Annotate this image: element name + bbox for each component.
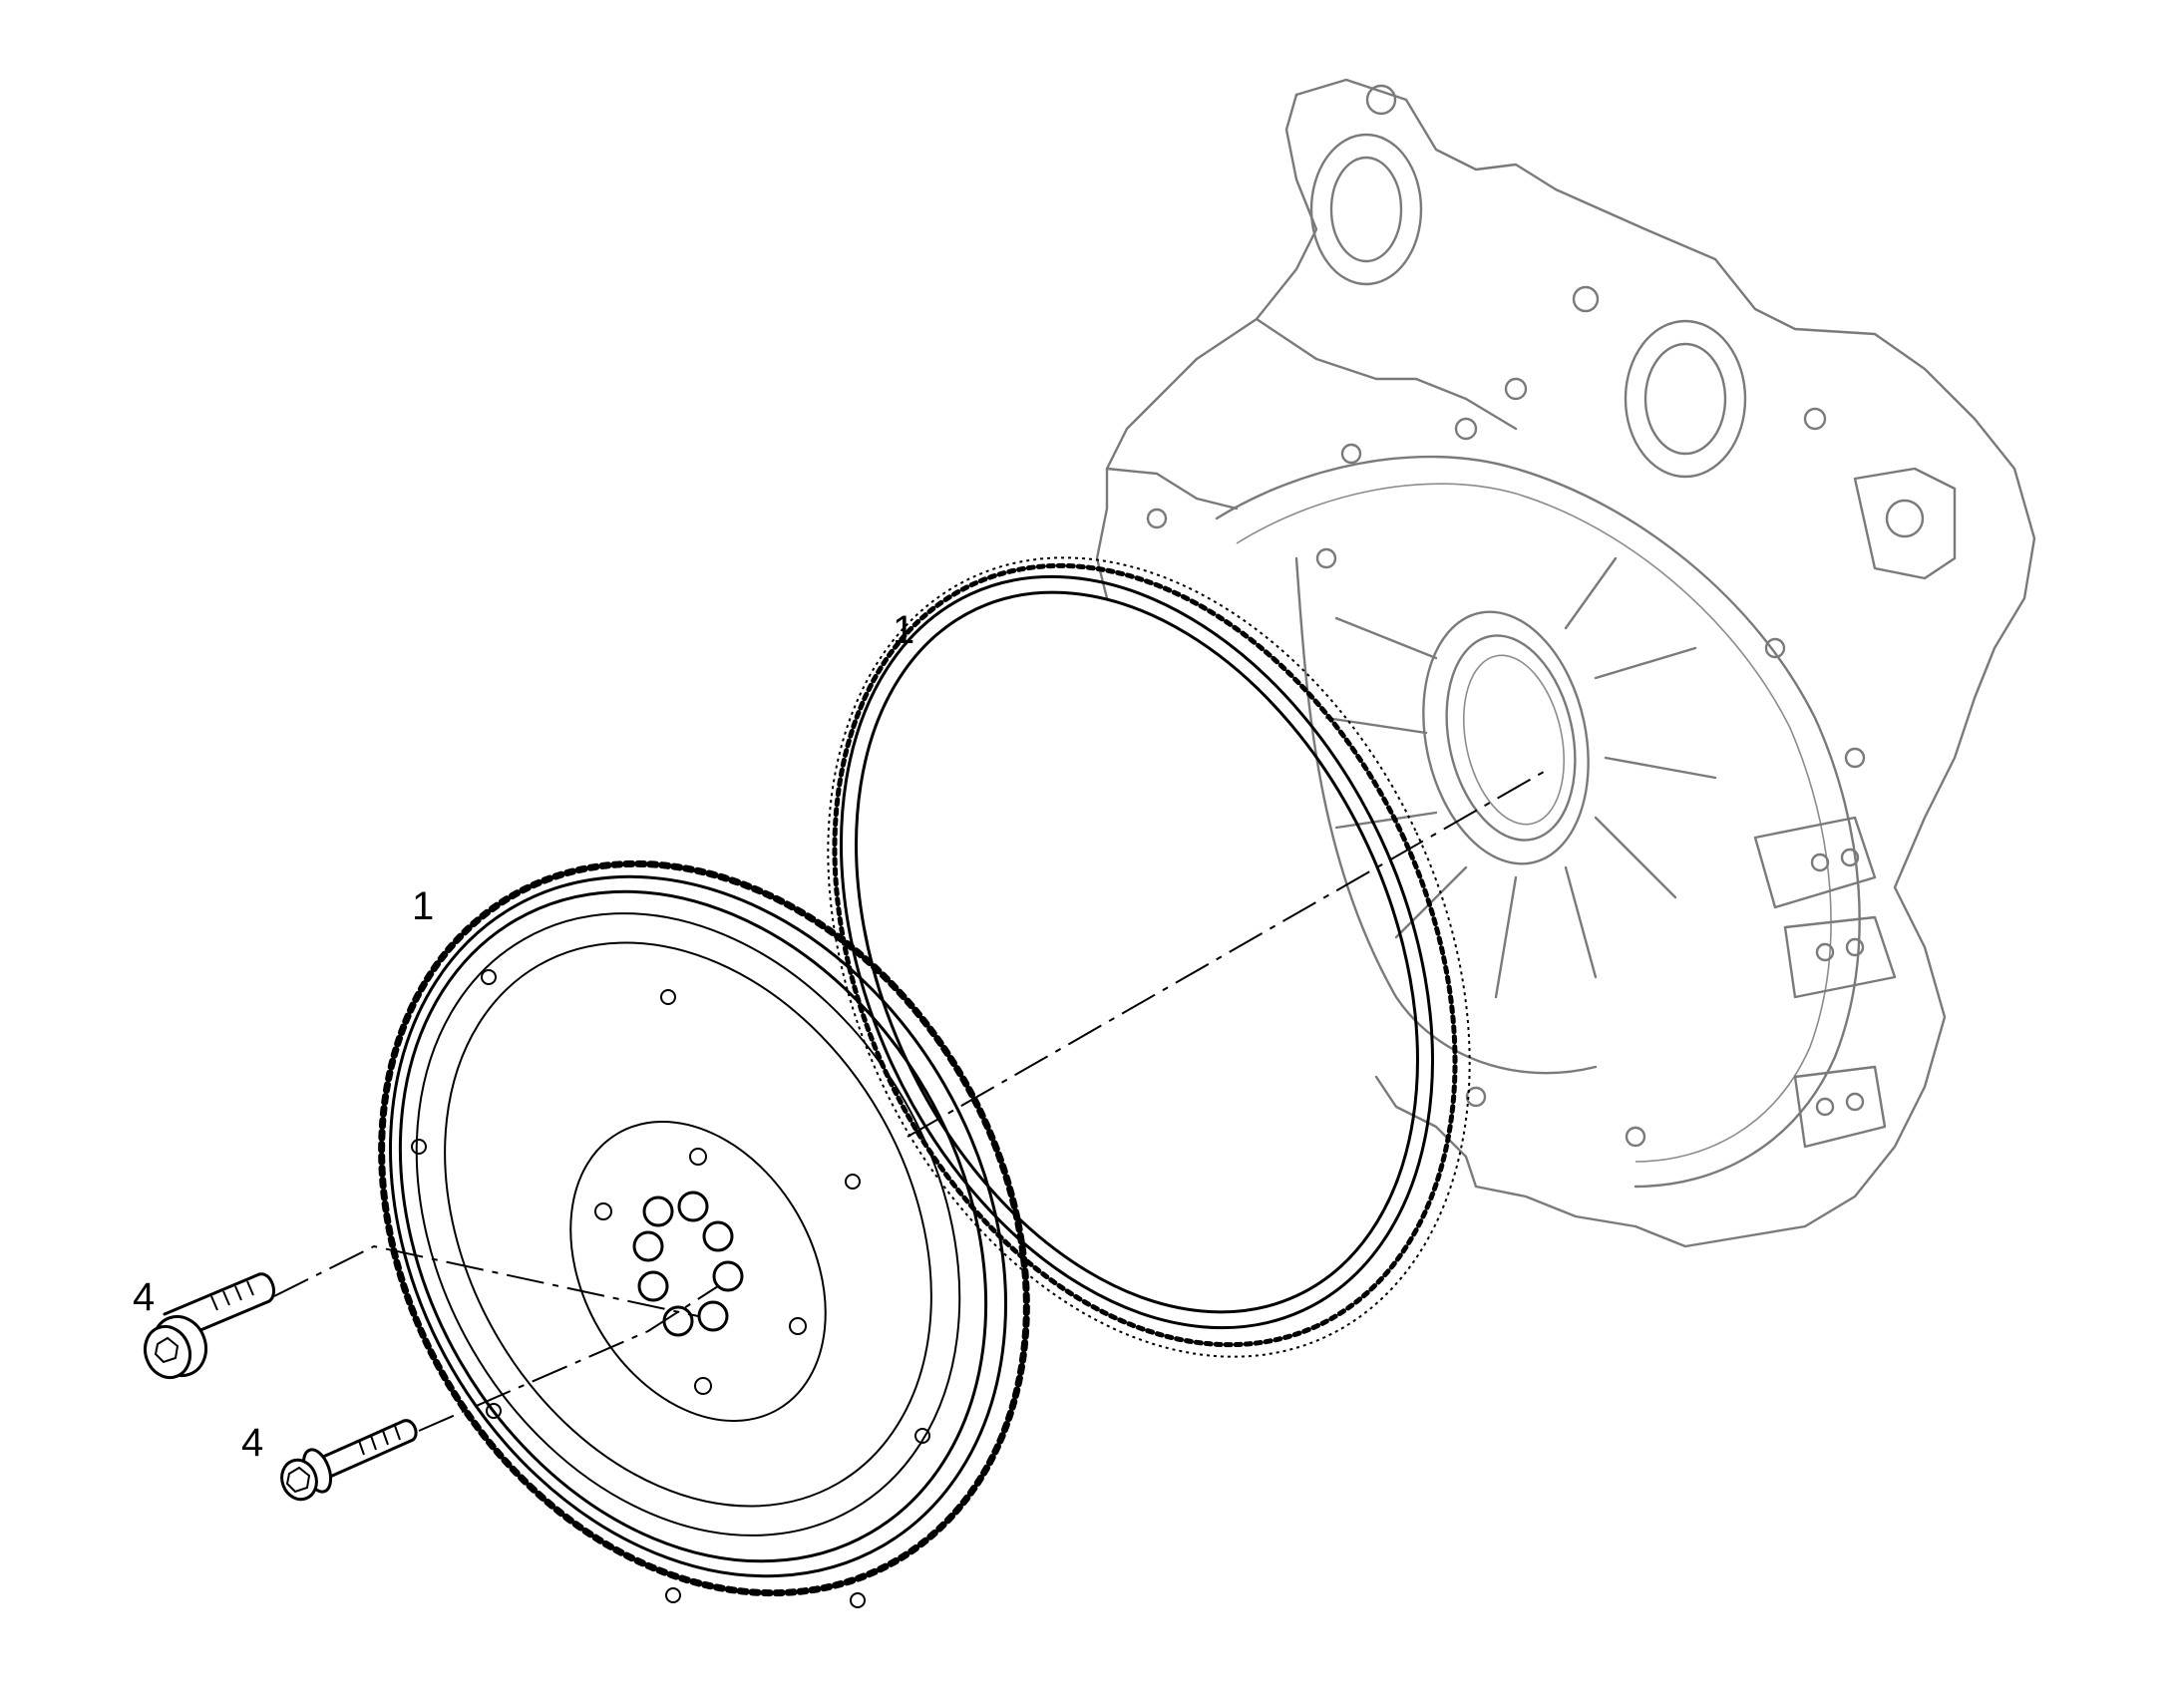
assembly-axis-lines [273, 767, 1552, 1432]
flywheel-housing-drawing [1095, 78, 2036, 1248]
flywheel-drawing [378, 859, 1030, 1608]
socket-screw-callout: 4 [133, 1275, 155, 1319]
hub-bolt-group [632, 1191, 744, 1337]
ring-gear-callout: 1 [893, 608, 914, 652]
flywheel-callout: 1 [412, 884, 434, 928]
flange-bolt-drawing [280, 1419, 418, 1502]
socket-head-screw-drawing [143, 1272, 275, 1380]
flange-bolt-callout: 4 [241, 1421, 263, 1465]
ring-gear-drawing [827, 556, 1471, 1358]
